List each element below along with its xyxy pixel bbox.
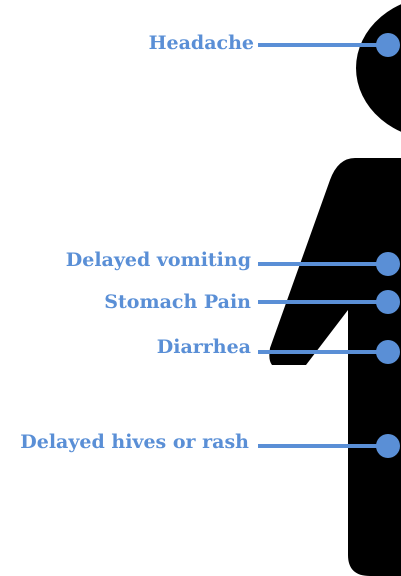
symptom-label-stomach-pain: Stomach Pain bbox=[104, 291, 251, 313]
symptom-label-delayed-hives-or-rash: Delayed hives or rash bbox=[20, 431, 249, 453]
marker-dot-delayed-vomiting bbox=[376, 252, 400, 276]
figure-body bbox=[269, 158, 401, 576]
marker-dot-diarrhea bbox=[376, 340, 400, 364]
marker-dot-delayed-hives-or-rash bbox=[376, 434, 400, 458]
marker-dot-stomach-pain bbox=[376, 290, 400, 314]
symptom-label-diarrhea: Diarrhea bbox=[157, 336, 251, 358]
symptom-label-delayed-vomiting: Delayed vomiting bbox=[66, 249, 251, 271]
figure-head bbox=[356, 0, 401, 140]
symptom-label-headache: Headache bbox=[149, 32, 254, 54]
human-figure-icon bbox=[269, 0, 401, 576]
marker-dot-headache bbox=[376, 33, 400, 57]
